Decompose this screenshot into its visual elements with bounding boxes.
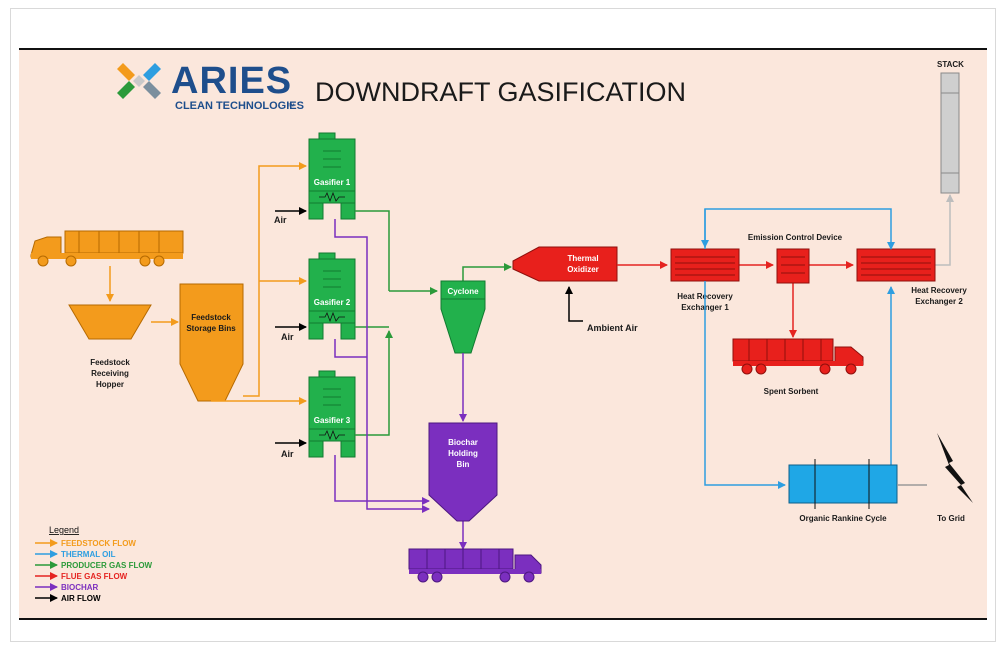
diagram-background (19, 49, 987, 619)
feedstock-distribution-lines (211, 162, 307, 405)
gasifier-3-label: Gasifier 3 (314, 416, 351, 425)
diagram-title: DOWNDRAFT GASIFICATION (315, 77, 686, 107)
air-label-2: Air (281, 332, 294, 342)
feedstock-truck-icon (30, 230, 184, 267)
biochar-truck-icon (408, 548, 542, 583)
emission-control-device: Emission Control Device (748, 233, 843, 284)
flue-gas-lines (617, 261, 854, 338)
legend-label-producer-gas: PRODUCER GAS FLOW (61, 561, 153, 570)
flue-to-stack-line (935, 194, 954, 266)
hopper-label-3: Hopper (96, 380, 124, 389)
bins-label-1: Feedstock (191, 313, 231, 322)
legend-title: Legend (49, 525, 79, 535)
orc-label: Organic Rankine Cycle (799, 514, 887, 523)
cyclone-label: Cyclone (447, 287, 479, 296)
producer-gas-lines (355, 210, 512, 436)
feedstock-storage-bins: Feedstock Storage Bins (179, 283, 244, 402)
legend-label-thermal-oil: THERMAL OIL (61, 550, 116, 559)
logo-tm: ™ (287, 102, 295, 111)
logo-mark-icon (117, 63, 161, 99)
stack-label: STACK (937, 60, 964, 69)
hopper-label-1: Feedstock (90, 358, 130, 367)
spent-sorbent-truck-icon (732, 338, 864, 375)
gasifier-1-label: Gasifier 1 (314, 178, 351, 187)
heat-recovery-exchanger-2: Heat Recovery Exchanger 2 (856, 248, 967, 306)
legend-item-biochar: BIOCHAR (35, 583, 99, 592)
ambient-air-label: Ambient Air (587, 323, 638, 333)
thermal-oxidizer-label-1: Thermal (567, 254, 598, 263)
hrx2-label-1: Heat Recovery (911, 286, 967, 295)
process-diagram: ARIES CLEAN TECHNOLOGIES ™ DOWNDRAFT GAS… (19, 48, 987, 620)
feedstock-hopper: Feedstock Receiving Hopper (68, 304, 152, 389)
thermal-oxidizer: Thermal Oxidizer (512, 246, 618, 282)
diagram-frame: ARIES CLEAN TECHNOLOGIES ™ DOWNDRAFT GAS… (10, 8, 996, 642)
gasifier-3: Gasifier 3 (308, 370, 356, 458)
air-inputs (275, 207, 307, 447)
ambient-air-arrow (565, 286, 583, 322)
gasifier-2-label: Gasifier 2 (314, 298, 351, 307)
legend-label-feedstock: FEEDSTOCK FLOW (61, 539, 136, 548)
logo-tagline: CLEAN TECHNOLOGIES (175, 100, 304, 112)
air-label-1: Air (274, 215, 287, 225)
air-label-3: Air (281, 449, 294, 459)
thermal-oxidizer-label-2: Oxidizer (567, 265, 599, 274)
biochar-holding-bin: Biochar Holding Bin (428, 422, 498, 522)
legend-item-air: AIR FLOW (35, 594, 101, 603)
cyclone: Cyclone (440, 280, 486, 354)
gasifier-1: Gasifier 1 (308, 132, 356, 220)
spent-sorbent-label: Spent Sorbent (764, 387, 819, 396)
hopper-label-2: Receiving (91, 369, 129, 378)
thermal-oil-lines (701, 208, 895, 489)
aries-logo: ARIES CLEAN TECHNOLOGIES ™ (117, 60, 304, 112)
gasifier-2: Gasifier 2 (308, 252, 356, 340)
biochar-label-3: Bin (457, 460, 470, 469)
legend-item-feedstock: FEEDSTOCK FLOW (35, 539, 136, 548)
biochar-label-2: Holding (448, 449, 478, 458)
emission-control-label: Emission Control Device (748, 233, 843, 242)
legend-item-thermal-oil: THERMAL OIL (35, 550, 116, 559)
legend-label-flue-gas: FLUE GAS FLOW (61, 572, 128, 581)
legend-item-flue-gas: FLUE GAS FLOW (35, 572, 128, 581)
legend-label-biochar: BIOCHAR (61, 583, 99, 592)
legend: Legend FEEDSTOCK FLOW THERMAL OIL PRODUC… (35, 525, 153, 603)
biochar-label-1: Biochar (448, 438, 478, 447)
biochar-lines (334, 219, 467, 550)
to-grid-label: To Grid (937, 514, 965, 523)
bins-label-2: Storage Bins (186, 324, 236, 333)
organic-rankine-cycle: Organic Rankine Cycle (788, 459, 898, 523)
lightning-icon (929, 431, 973, 505)
hrx2-label-2: Exchanger 2 (915, 297, 963, 306)
stack: STACK (937, 60, 964, 194)
logo-name: ARIES (171, 60, 292, 102)
legend-label-air: AIR FLOW (61, 594, 101, 603)
legend-item-producer-gas: PRODUCER GAS FLOW (35, 561, 153, 570)
